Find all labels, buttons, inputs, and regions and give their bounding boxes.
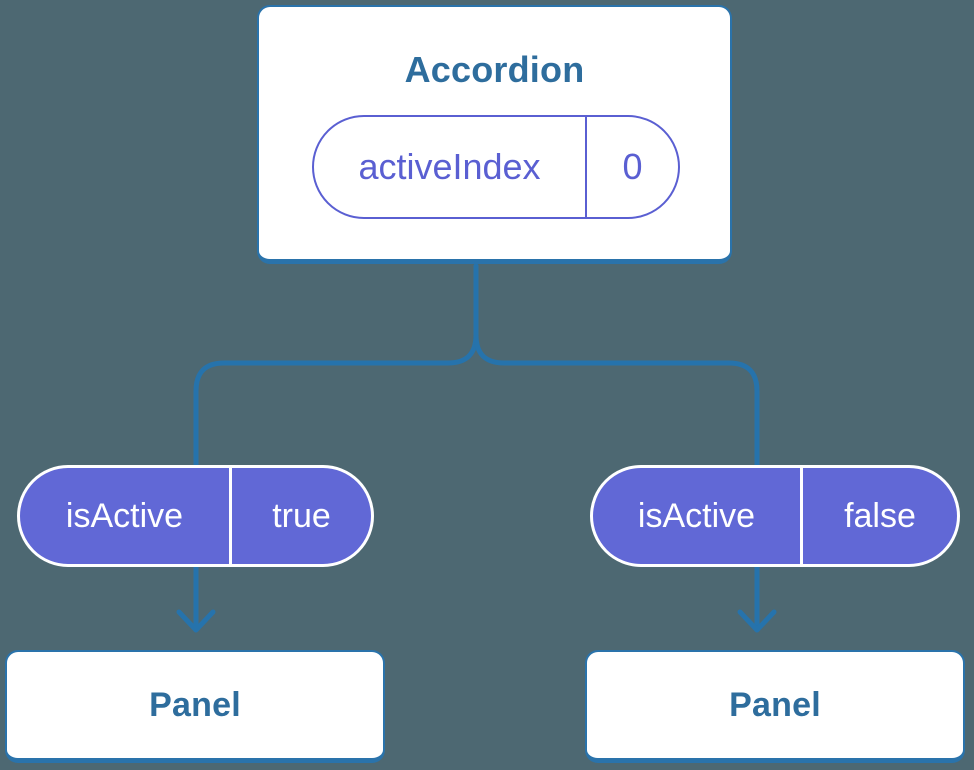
component-node-accordion: Accordion activeIndex 0 — [257, 5, 732, 264]
component-title: Accordion — [404, 49, 585, 90]
state-value: 0 — [622, 146, 643, 187]
prop-pill-right: isActive false — [590, 465, 960, 567]
connector-right-branch — [473, 263, 760, 631]
prop-pill-left: isActive true — [17, 465, 374, 567]
component-node-panel-left: Panel — [5, 650, 385, 763]
arrow-down-icon — [176, 609, 216, 633]
connector-left-branch — [193, 263, 479, 631]
prop-name: isActive — [593, 468, 803, 564]
state-name: activeIndex — [314, 117, 587, 217]
component-node-panel-right: Panel — [585, 650, 965, 763]
state-pill: activeIndex 0 — [312, 115, 680, 219]
component-title: Panel — [149, 685, 241, 724]
arrow-down-icon — [737, 609, 777, 633]
component-title: Panel — [729, 685, 821, 724]
prop-value: false — [844, 496, 916, 535]
prop-value: true — [272, 496, 331, 535]
prop-name: isActive — [20, 468, 232, 564]
